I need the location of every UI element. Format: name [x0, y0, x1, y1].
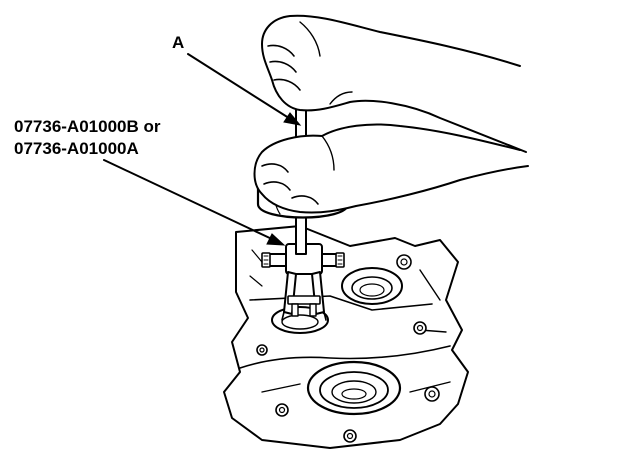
upper-hand	[261, 14, 527, 153]
callout-puller-line1: 07736-A01000B or	[14, 117, 161, 136]
lower-bearing-bore	[306, 360, 402, 416]
callout-puller-line2: 07736-A01000A	[14, 139, 139, 158]
leader-line-a	[187, 53, 302, 126]
callout-a-label: A	[172, 33, 184, 52]
lower-hand	[253, 123, 529, 214]
upper-bearing-bore	[341, 267, 403, 305]
leader-line-puller	[103, 159, 286, 246]
transmission-housing	[223, 225, 469, 449]
